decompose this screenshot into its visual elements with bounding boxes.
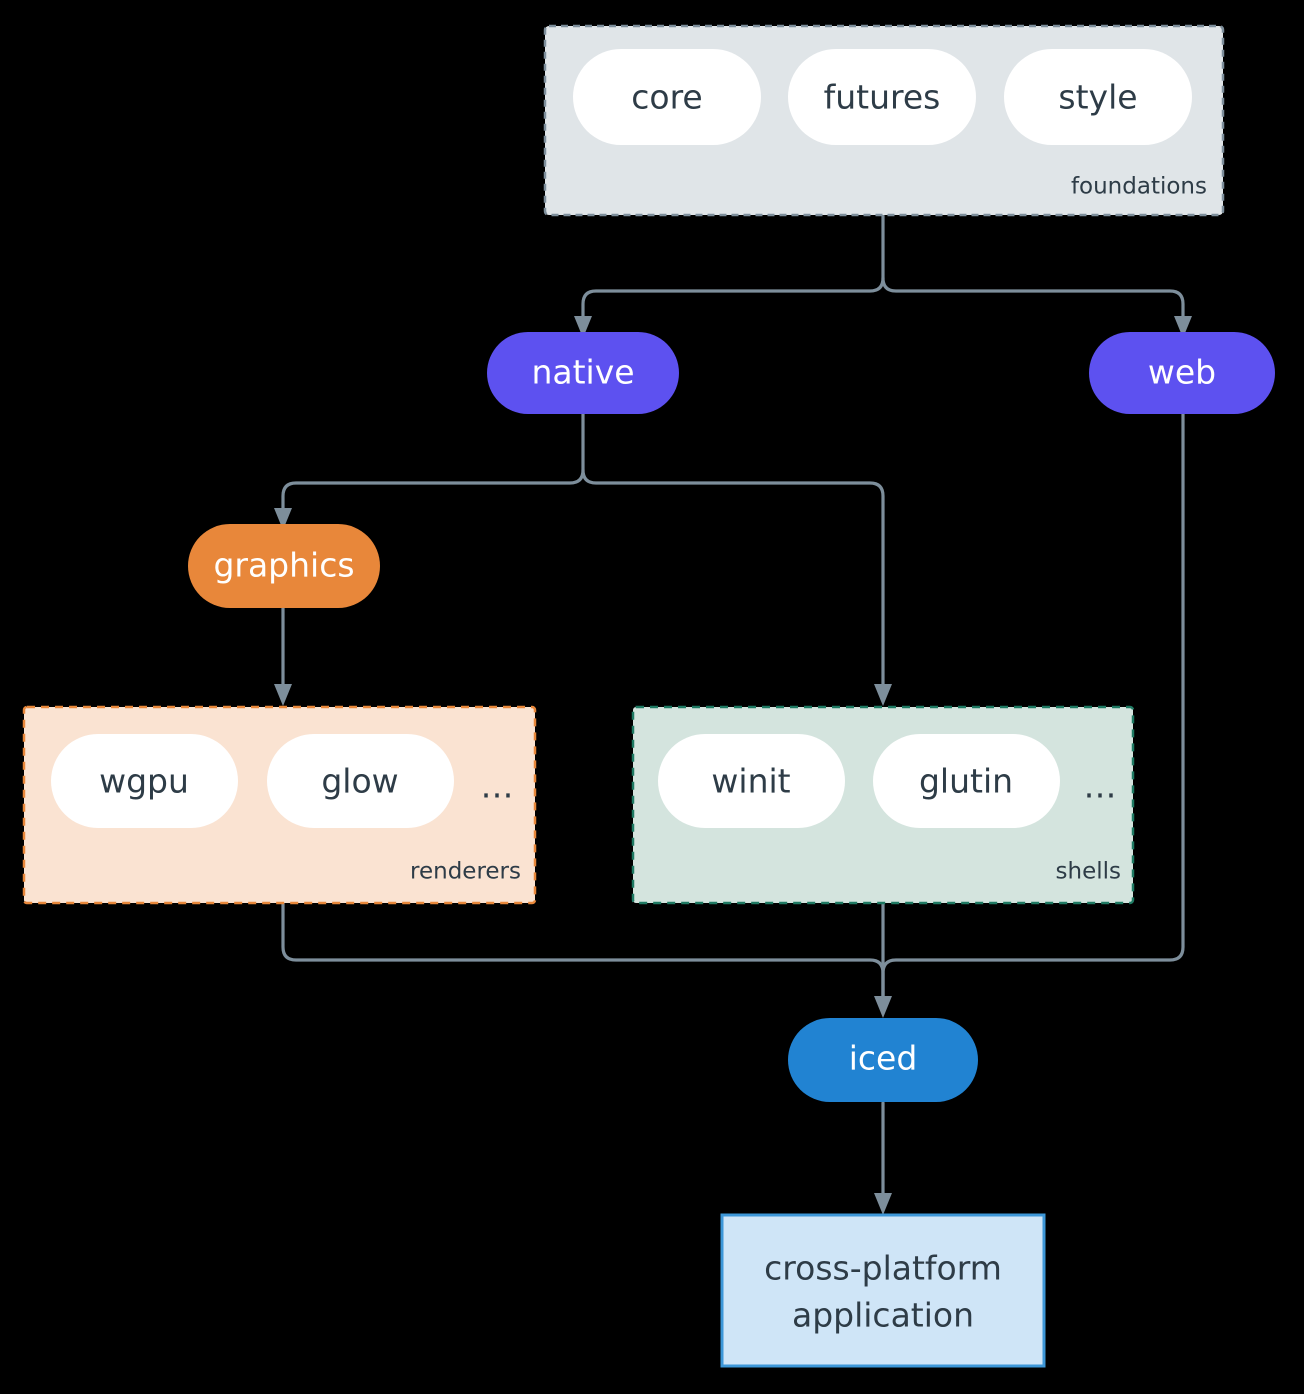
cluster-renderers[interactable]: wgpu glow … renderers [22,705,537,905]
node-native-label: native [531,353,634,392]
edge-renderers-to-iced [281,901,885,1002]
node-web[interactable]: web [1089,332,1275,414]
arrow-foundations-to-native [574,316,592,338]
node-graphics-pill [188,524,380,608]
node-wgpu[interactable]: wgpu [51,734,238,828]
node-glow[interactable]: glow [267,734,454,828]
arrow-foundations-to-web [1174,316,1192,338]
edge-native-split [281,412,585,514]
node-graphics-label: graphics [213,546,354,585]
edge-foundations-split [581,214,885,322]
node-iced-pill [788,1018,978,1102]
node-winit[interactable]: winit [658,734,845,828]
node-style-pill [1004,49,1192,145]
node-wgpu-pill [51,734,238,828]
cluster-shells-label: shells [1056,859,1121,885]
node-wgpu-label: wgpu [99,762,189,801]
edge-web-to-iced [881,412,1185,1002]
node-futures-label: futures [824,78,941,117]
cluster-foundations-label: foundations [1071,174,1207,200]
node-web-label: web [1148,353,1216,392]
node-style[interactable]: style [1004,49,1192,145]
arrow-iced-to-app [874,1193,892,1215]
node-style-label: style [1058,78,1137,117]
node-iced[interactable]: iced [788,1018,978,1102]
edge-native-to-shells [581,468,885,690]
node-glow-label: glow [321,762,398,801]
node-iced-label: iced [849,1039,918,1078]
node-winit-label: winit [711,762,790,801]
node-native[interactable]: native [487,332,679,414]
cluster-shells[interactable]: winit glutin … shells [631,705,1135,905]
node-winit-pill [658,734,845,828]
cluster-renderers-label: renderers [410,859,521,885]
node-renderers-more-label: … [481,767,514,806]
edge-foundations-to-web [881,276,1185,322]
node-app-box [720,1213,1046,1368]
arrow-native-to-graphics [274,508,292,530]
node-glutin[interactable]: glutin [873,734,1060,828]
node-graphics[interactable]: graphics [188,524,380,608]
cluster-foundations[interactable]: core futures style foundations [543,24,1225,217]
node-core[interactable]: core [573,49,761,145]
edge-layer [274,214,1192,1215]
node-app-label-line1: cross-platform [764,1249,1002,1288]
node-futures[interactable]: futures [788,49,976,145]
arrow-to-iced [874,996,892,1018]
arrow-graphics-to-renderers [274,684,292,706]
node-core-label: core [631,78,702,117]
arrow-native-to-shells [874,684,892,706]
node-web-pill [1089,332,1275,414]
node-app-label-line2: application [792,1296,974,1335]
node-core-pill [573,49,761,145]
node-native-pill [487,332,679,414]
node-futures-pill [788,49,976,145]
node-glow-pill [267,734,454,828]
node-shells-more-label: … [1084,767,1117,806]
node-glutin-pill [873,734,1060,828]
node-app[interactable]: cross-platform application [720,1213,1046,1368]
node-glutin-label: glutin [919,762,1013,801]
